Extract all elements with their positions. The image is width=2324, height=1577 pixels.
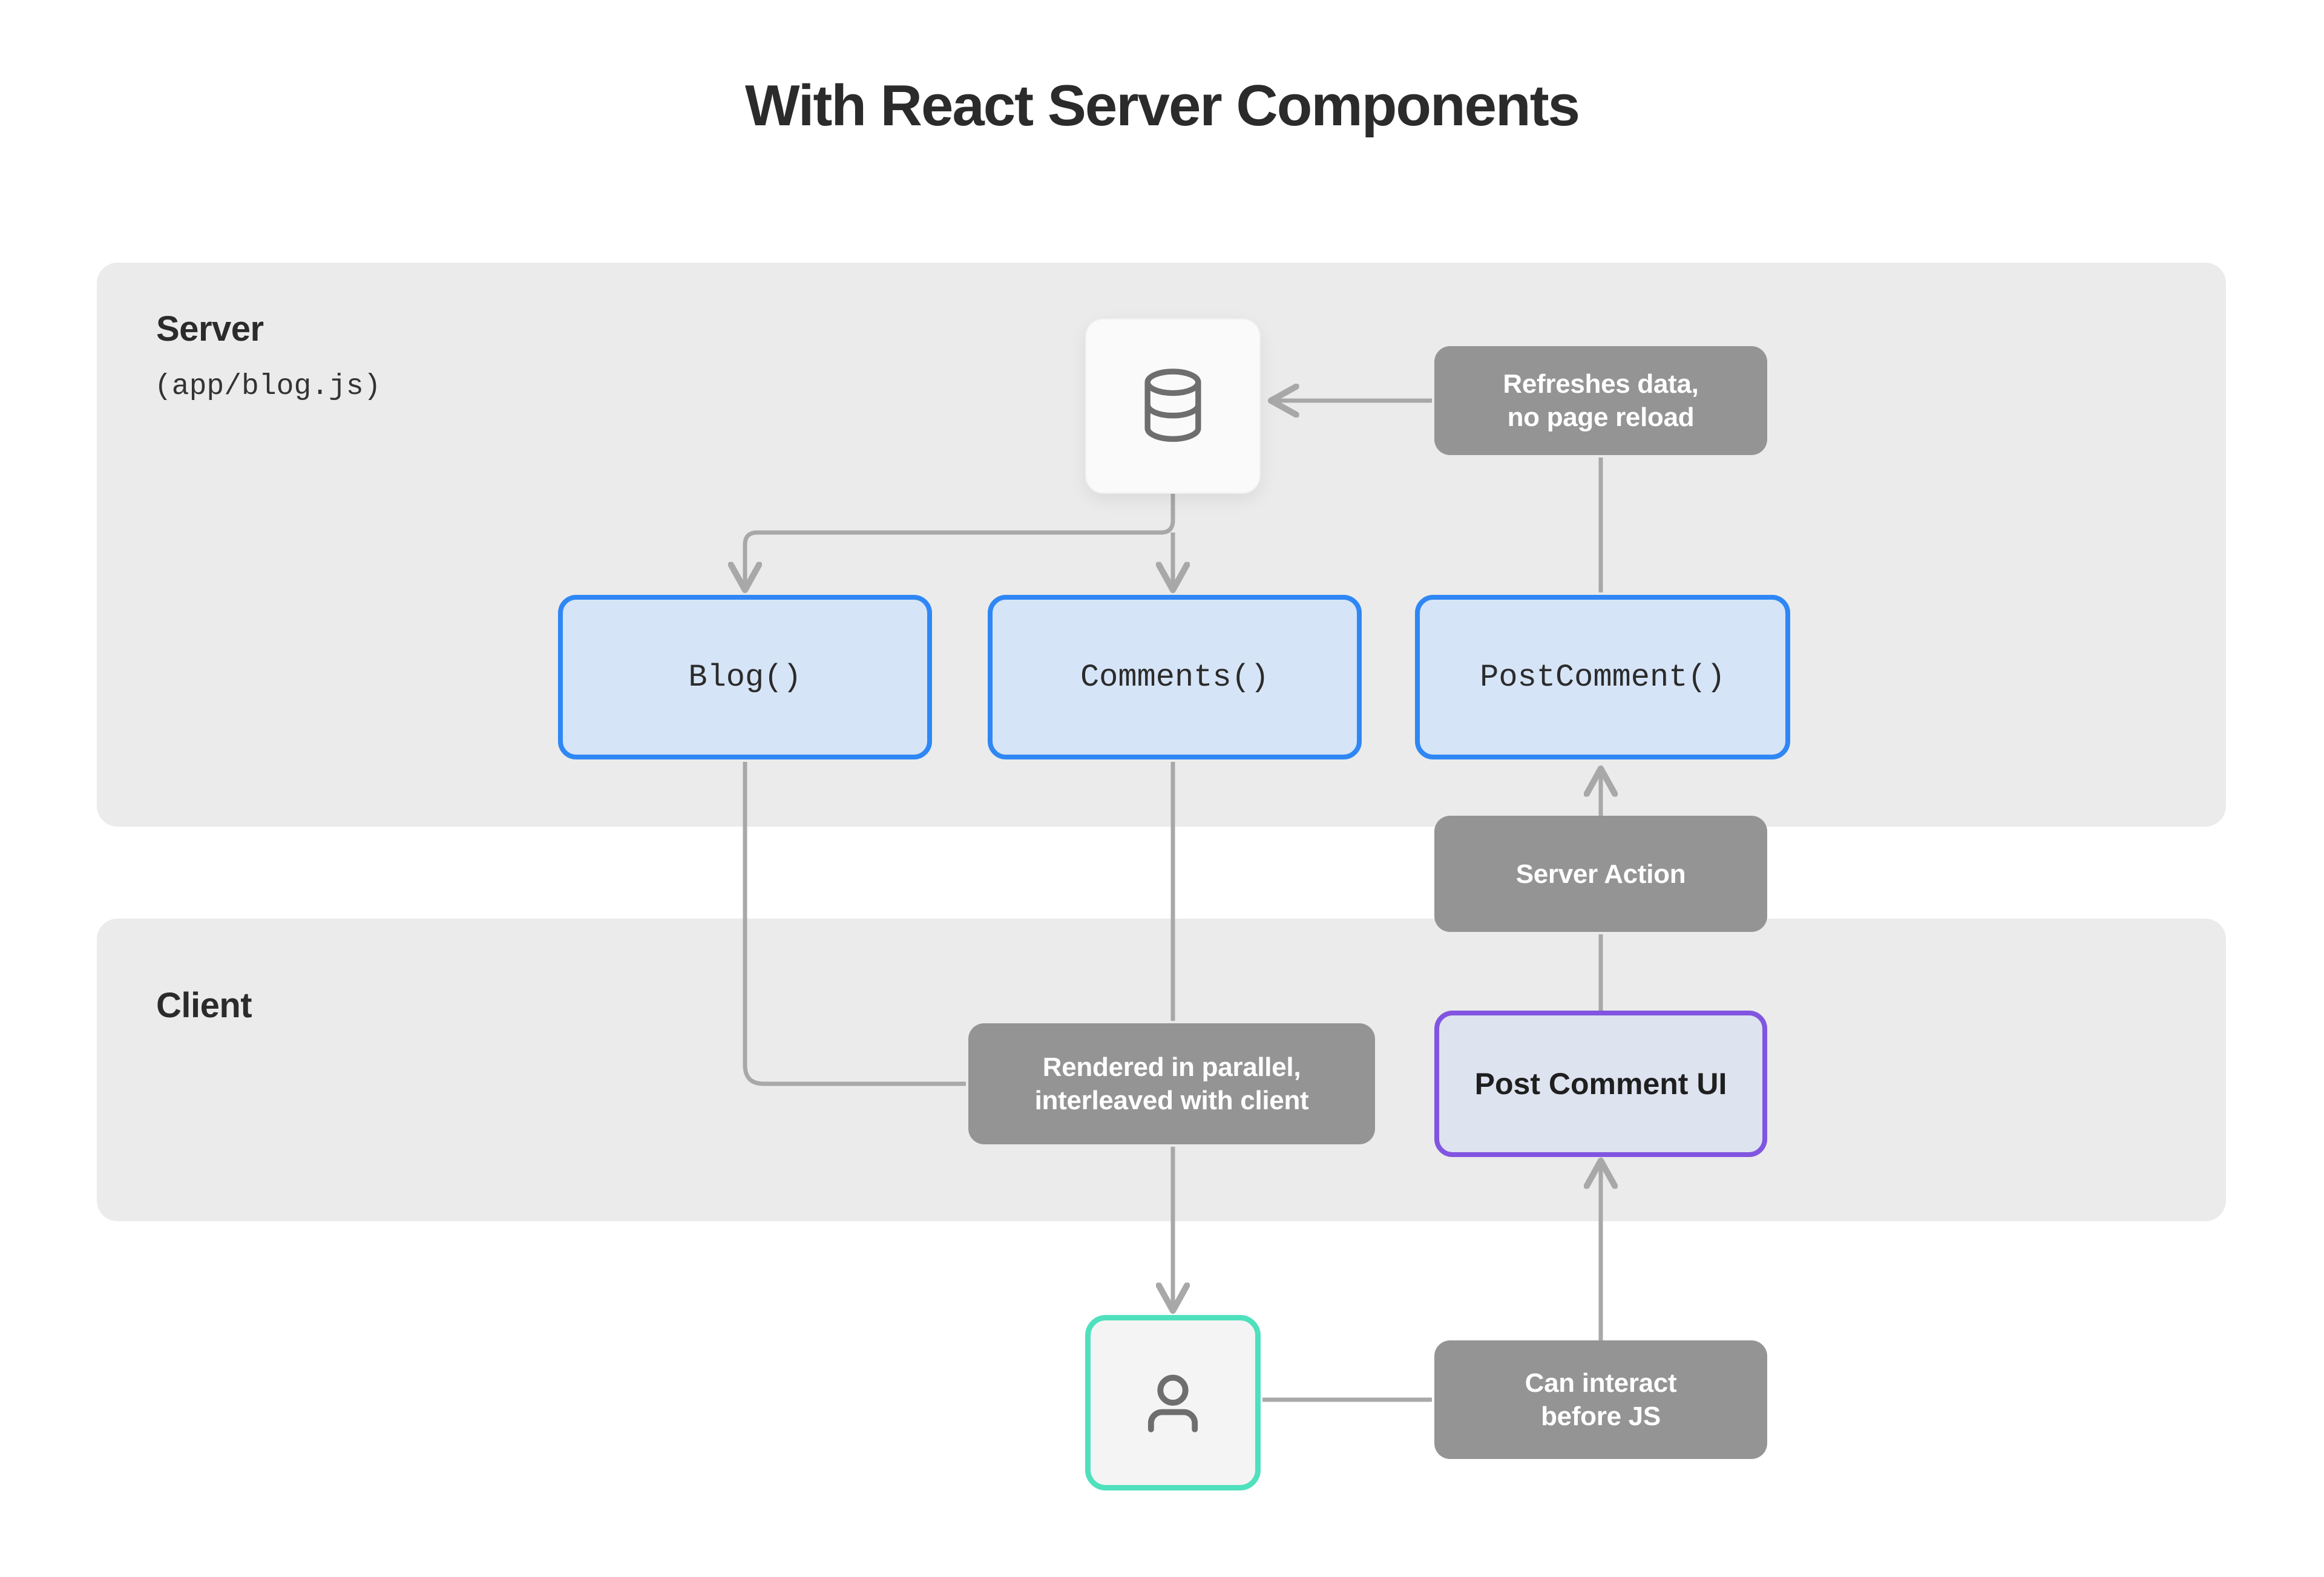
- node-post-comment-label: PostComment(): [1480, 659, 1725, 695]
- annotation-server-action: Server Action: [1434, 816, 1767, 932]
- annotation-refreshes-data: Refreshes data, no page reload: [1434, 346, 1767, 455]
- user-tile[interactable]: [1085, 1315, 1261, 1490]
- node-post-comment-ui[interactable]: Post Comment UI: [1434, 1011, 1767, 1157]
- user-icon: [1147, 1374, 1198, 1432]
- annotation-rendered-in-parallel: Rendered in parallel, interleaved with c…: [968, 1023, 1375, 1144]
- annotation-parallel-line2: interleaved with client: [1034, 1086, 1309, 1115]
- annotation-refreshes-line2: no page reload: [1507, 402, 1695, 432]
- node-blog[interactable]: Blog(): [558, 595, 932, 759]
- database-icon: [1144, 369, 1201, 442]
- annotation-can-interact-before-js: Can interact before JS: [1434, 1340, 1767, 1459]
- database-tile[interactable]: [1085, 318, 1261, 494]
- client-panel-title: Client: [156, 986, 252, 1025]
- node-comments[interactable]: Comments(): [988, 595, 1362, 759]
- server-panel-title: Server: [156, 309, 264, 349]
- page-title: With React Server Components: [744, 73, 1580, 138]
- annotation-interact-line2: before JS: [1541, 1402, 1661, 1431]
- node-post-comment[interactable]: PostComment(): [1415, 595, 1790, 759]
- node-comments-label: Comments(): [1080, 659, 1270, 695]
- node-blog-label: Blog(): [688, 659, 802, 695]
- annotation-server-action-line1: Server Action: [1515, 859, 1686, 889]
- server-panel-subtitle: (app/blog.js): [154, 370, 381, 403]
- annotation-interact-line1: Can interact: [1525, 1368, 1677, 1398]
- annotation-parallel-line1: Rendered in parallel,: [1042, 1052, 1301, 1082]
- node-post-comment-ui-label: Post Comment UI: [1474, 1067, 1727, 1101]
- annotation-refreshes-line1: Refreshes data,: [1503, 369, 1699, 399]
